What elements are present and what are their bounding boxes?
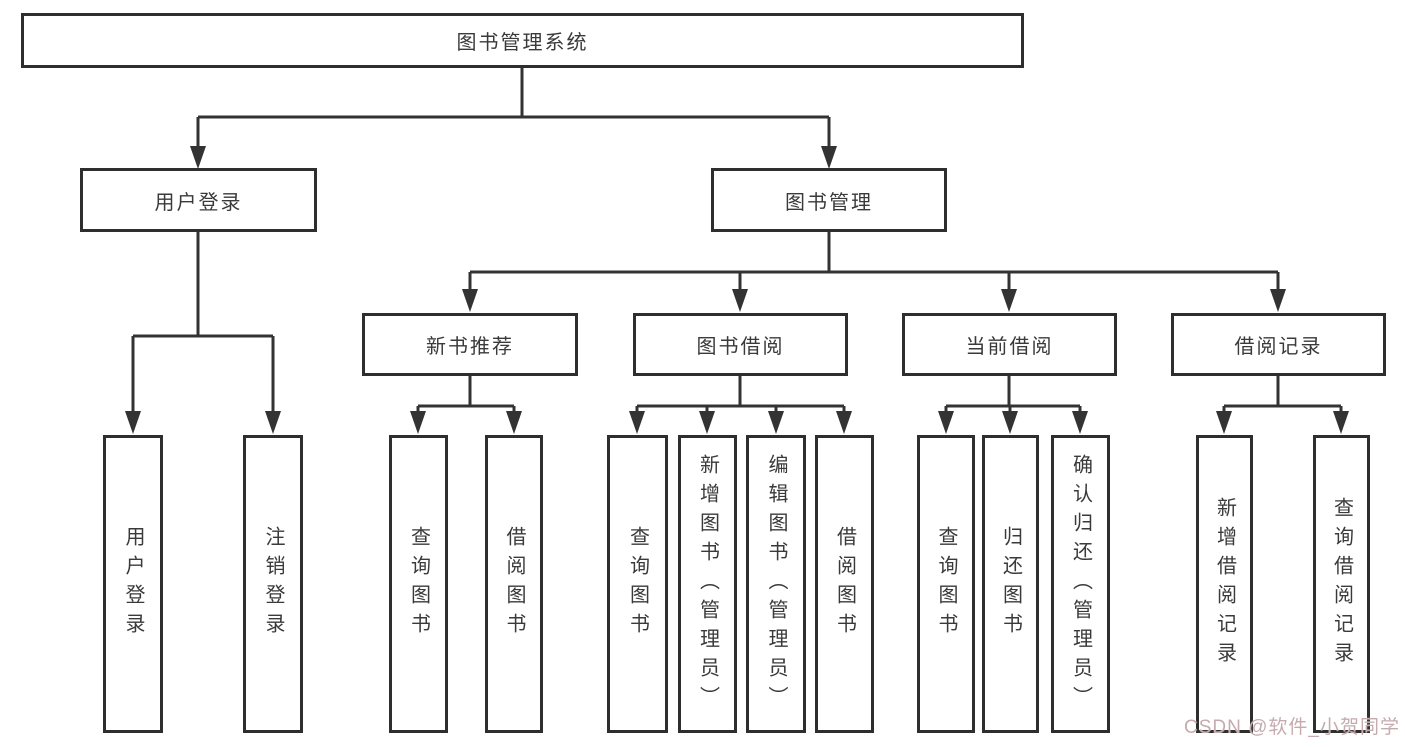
csdn-watermark: CSDN @软件_小贺同学 <box>1184 717 1400 738</box>
leaf-query-borrow-record-label: 查询借阅记录 <box>1330 497 1353 671</box>
node-new-book-recommend: 新书推荐 <box>362 313 578 376</box>
node-new-book-recommend-label: 新书推荐 <box>426 336 514 358</box>
root-node-label: 图书管理系统 <box>456 32 589 54</box>
leaf-borrow-books-2: 借阅图书 <box>815 435 874 733</box>
leaf-logout: 注销登录 <box>243 435 303 733</box>
leaf-return-books: 归还图书 <box>982 435 1039 733</box>
node-user-login: 用户登录 <box>80 168 317 232</box>
leaf-query-books-borrow: 查询图书 <box>607 435 668 733</box>
leaf-add-book-admin-label: 新增图书（管理员） <box>696 453 719 715</box>
leaf-add-borrow-record-label: 新增借阅记录 <box>1213 497 1236 671</box>
root-node: 图书管理系统 <box>21 13 1024 68</box>
node-current-borrow: 当前借阅 <box>902 313 1117 376</box>
node-borrow-records-label: 借阅记录 <box>1234 336 1323 358</box>
node-user-login-label: 用户登录 <box>154 191 243 214</box>
leaf-query-books-recommend-label: 查询图书 <box>407 526 430 642</box>
leaf-user-login: 用户登录 <box>103 435 163 733</box>
leaf-edit-book-admin-label: 编辑图书（管理员） <box>765 453 787 715</box>
leaf-add-borrow-record: 新增借阅记录 <box>1196 435 1253 733</box>
leaf-add-book-admin: 新增图书（管理员） <box>678 435 737 733</box>
leaf-edit-book-admin: 编辑图书（管理员） <box>746 435 806 733</box>
leaf-confirm-return-admin-label: 确认归还（管理员） <box>1069 453 1092 715</box>
leaf-query-books-current: 查询图书 <box>917 435 975 733</box>
leaf-query-books-borrow-label: 查询图书 <box>626 526 649 642</box>
leaf-borrow-books-2-label: 借阅图书 <box>833 526 856 642</box>
leaf-return-books-label: 归还图书 <box>999 526 1022 642</box>
node-book-management: 图书管理 <box>711 168 947 232</box>
leaf-borrow-books-recommend-label: 借阅图书 <box>503 526 525 642</box>
node-current-borrow-label: 当前借阅 <box>965 336 1054 358</box>
leaf-confirm-return-admin: 确认归还（管理员） <box>1051 435 1110 733</box>
node-book-borrow: 图书借阅 <box>633 313 848 376</box>
node-book-borrow-label: 图书借阅 <box>696 336 785 358</box>
leaf-borrow-books-recommend: 借阅图书 <box>485 435 543 733</box>
node-book-management-label: 图书管理 <box>785 191 873 214</box>
leaf-user-login-label: 用户登录 <box>122 526 144 642</box>
node-borrow-records: 借阅记录 <box>1171 313 1386 376</box>
leaf-query-books-current-label: 查询图书 <box>935 526 957 642</box>
leaf-query-borrow-record: 查询借阅记录 <box>1313 435 1370 733</box>
leaf-query-books-recommend: 查询图书 <box>389 435 448 733</box>
leaf-logout-label: 注销登录 <box>262 526 284 642</box>
